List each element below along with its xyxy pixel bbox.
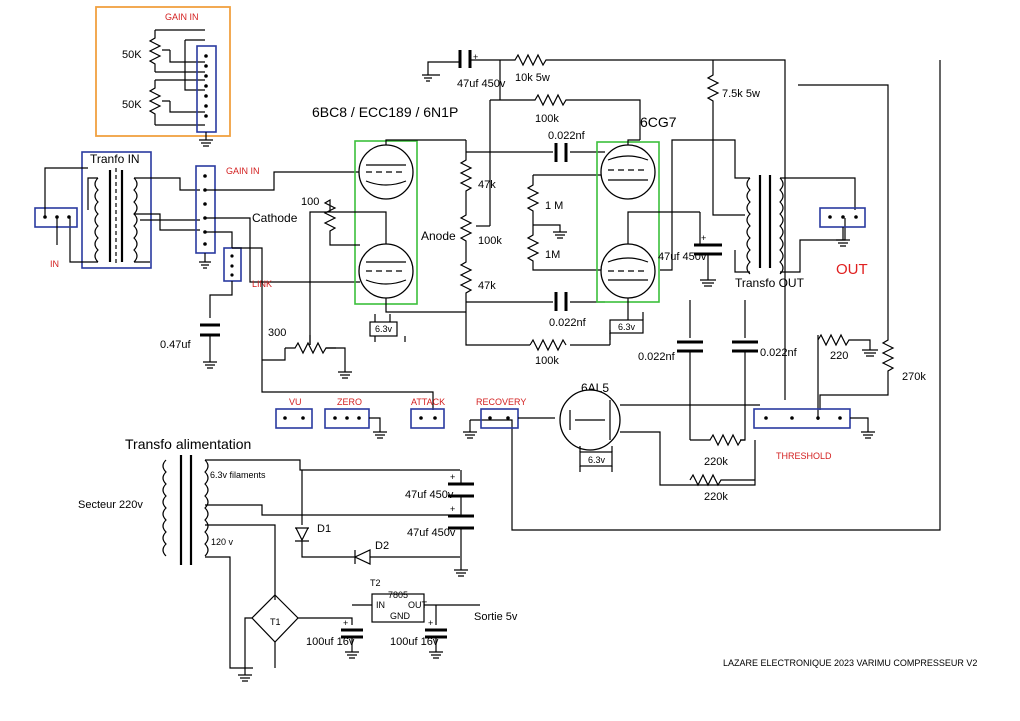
cap-0022-b-label: 0.022nf [549,317,587,329]
r270k-label: 270k [902,371,926,383]
cap-0022-c-label: 0.022nf [638,351,676,363]
filaments-label: 6.3v filaments [210,470,266,480]
gain-in-mid-label: GAIN IN [226,166,260,176]
cap-047uf-label: 0.47uf [160,339,192,351]
t2-label: T2 [370,578,381,588]
threshold-label: THRESHOLD [776,451,832,461]
cathode-label: Cathode [252,211,298,225]
h63-b-label: 6.3v [618,322,636,332]
power-supply: Transfo alimentation Secteur 220v 6.3v f… [78,436,518,682]
cap-100uf-b-label: 100uf 16v [390,636,439,648]
h63-c-label: 6.3v [588,455,606,465]
pot-50k-b-label: 50K [122,99,142,111]
h63-a-label: 6.3v [375,324,393,334]
plus-sign-f: + [428,618,433,628]
cap-100uf-a-label: 100uf 16v [306,636,355,648]
r220k-b-label: 220k [704,491,728,503]
cap-47uf-psu-b-label: 47uf 450v [407,527,456,539]
output-stage: 7.5k 5w + 47uf 450v Transfo OUT OUT [658,60,868,290]
r220k-a-label: 220k [704,456,728,468]
reg-in-label: IN [376,600,385,610]
r100-label: 100 [301,196,319,208]
in-label: IN [50,259,59,269]
reg-gnd-label: GND [390,611,411,621]
sidechain-caps: 0.022nf 0.022nf 220 270k [470,60,941,531]
cap-47uf-psu-a-label: 47uf 450v [405,489,454,501]
plus-sign-d: + [450,504,455,514]
r100k-pot-label: 100k [478,235,502,247]
r10k-label: 10k 5w [515,72,550,84]
r47k-b-label: 47k [478,280,496,292]
reg-out-label: OUT [408,600,428,610]
cap-47uf-mid-label: 47uf 450v [658,251,707,263]
input-transformer: Tranfo IN IN [34,151,200,269]
pot-300: 300 [262,327,352,379]
tube2-name-label: 6CG7 [640,114,677,130]
control-connectors: VU ZERO ATTACK RECOVERY THRESHOLD [275,397,875,461]
transfo-alim-label: Transfo alimentation [125,436,251,452]
tube3-6al5: 6AL5 220k 220k 6.3v [559,381,760,503]
cap-0022-d-label: 0.022nf [760,347,798,359]
gain-in-pot-block: GAIN IN 50K 50K [95,6,231,147]
coupling-network: Anode 47k 100k 47k 100k + 47uf 450v 10k … [421,50,786,400]
r47k-a-label: 47k [478,179,496,191]
r220-label: 220 [830,350,848,362]
anode-label: Anode [421,229,456,243]
out-label: OUT [836,261,868,278]
tube2-6cg7: 6CG7 6.3v [596,114,700,340]
r75k-label: 7.5k 5w [722,88,760,100]
plus-sign-e: + [343,618,348,628]
r300-label: 300 [268,327,286,339]
plus-sign-b: + [701,233,706,243]
vu-label: VU [289,397,302,407]
r100k-bot-label: 100k [535,355,559,367]
v120-label: 120 v [211,537,234,547]
transfo-out-label: Transfo OUT [735,276,805,290]
attack-label: ATTACK [411,397,445,407]
d2-label: D2 [375,540,389,552]
tube1-name-label: 6BC8 / ECC189 / 6N1P [312,104,458,120]
tube1-6bc8: 6BC8 / ECC189 / 6N1P Cathode 100 6.3v [252,104,466,345]
r1m-a-label: 1 M [545,200,563,212]
cap-0022-a-label: 0.022nf [548,130,586,142]
d1-label: D1 [317,523,331,535]
r100k-top-label: 100k [535,113,559,125]
plus-sign-c: + [450,472,455,482]
cap-47uf-top-label: 47uf 450v [457,78,506,90]
recovery-label: RECOVERY [476,397,526,407]
zero-label: ZERO [337,397,362,407]
gain-in-connector: GAIN IN LINK 0.47uf [160,165,434,410]
footer-title: LAZARE ELECTRONIQUE 2023 VARIMU COMPRESS… [723,658,977,668]
reg-7805-label: 7805 [388,590,408,600]
plus-sign-a: + [473,52,478,62]
tranfo-in-label: Tranfo IN [90,152,140,166]
sortie-label: Sortie 5v [474,611,518,623]
t1-label: T1 [270,617,281,627]
secteur-label: Secteur 220v [78,499,143,511]
r1m-b-label: 1M [545,249,560,261]
gain-in-top-label: GAIN IN [165,12,199,22]
pot-50k-a-label: 50K [122,49,142,61]
